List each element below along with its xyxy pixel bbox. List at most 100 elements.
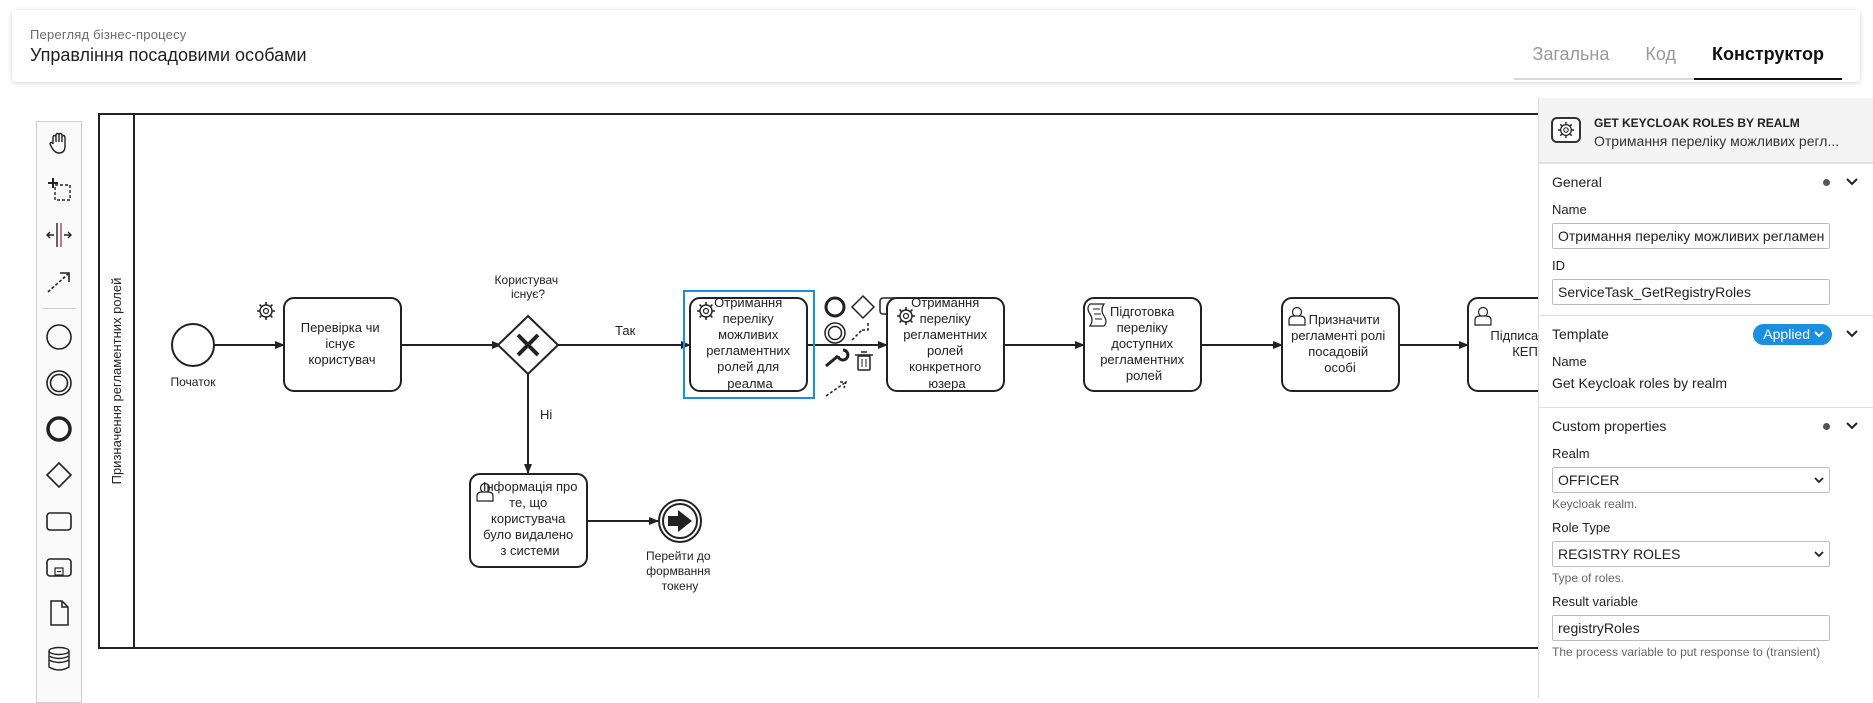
task-get-roles[interactable]: Отримання переліку можливих регламентних… xyxy=(683,290,815,399)
page-title: Управління посадовими особами xyxy=(30,45,307,65)
create-data-store[interactable] xyxy=(37,640,81,678)
page-subtitle: Перегляд бізнес-процесу xyxy=(30,27,187,42)
task-sign-label: Підписат КЕП xyxy=(1490,328,1538,359)
create-gateway[interactable] xyxy=(37,456,81,494)
tab-constructor[interactable]: Конструктор xyxy=(1693,32,1842,80)
task-assign-roles-label: Призначити регламенті ролі посадовій осо… xyxy=(1291,312,1389,375)
role-type-select[interactable]: REGISTRY ROLES xyxy=(1552,541,1830,567)
script-icon xyxy=(1087,303,1107,327)
result-variable-description: The process variable to put response to … xyxy=(1552,645,1821,659)
group-custom-header[interactable]: Custom properties xyxy=(1539,407,1873,444)
flow-label-yes: Так xyxy=(615,323,636,338)
end-event-label: Перейти до формвання токену xyxy=(646,549,714,593)
badge-label: Applied xyxy=(1763,326,1810,342)
realm-select[interactable]: OFFICER xyxy=(1552,467,1830,493)
page-header: Перегляд бізнес-процесу Управління посад… xyxy=(12,10,1860,82)
template-name-label: Name xyxy=(1552,354,1587,369)
task-get-user-roles-label: Отримання переліку регламентних ролей ко… xyxy=(903,295,991,391)
task-info-deleted-label: Інформація про те, що користувача було в… xyxy=(483,479,581,558)
task-assign-roles[interactable]: Призначити регламенті ролі посадовій осо… xyxy=(1281,297,1400,392)
gateway-label: Користувач існує? xyxy=(495,273,562,301)
group-general-header[interactable]: General xyxy=(1539,163,1873,200)
task-prepare-roles-label: Підготовка переліку доступних регламентн… xyxy=(1100,304,1188,383)
connect-icon[interactable] xyxy=(851,322,869,341)
properties-header: GET KEYCLOAK ROLES BY REALM Отримання пе… xyxy=(1539,98,1873,163)
result-variable-label: Result variable xyxy=(1552,594,1638,609)
create-intermediate-event[interactable] xyxy=(37,364,81,402)
end-event-icon xyxy=(46,416,72,442)
lasso-icon xyxy=(48,178,71,201)
properties-panel: GET KEYCLOAK ROLES BY REALM Отримання пе… xyxy=(1538,98,1873,698)
group-general-title: General xyxy=(1552,174,1602,190)
space-icon xyxy=(46,223,72,247)
create-subprocess[interactable] xyxy=(37,548,81,586)
start-event-label: Початок xyxy=(171,375,217,389)
trash-icon[interactable] xyxy=(855,351,873,371)
role-type-label: Role Type xyxy=(1552,520,1611,535)
tab-general[interactable]: Загальна xyxy=(1514,32,1628,80)
hand-tool[interactable] xyxy=(37,124,81,162)
name-field[interactable]: Отримання переліку можливих регламен xyxy=(1552,223,1830,249)
data-object-icon xyxy=(50,600,69,626)
chevron-down-icon[interactable] xyxy=(1844,417,1860,433)
gateway-user-exists[interactable] xyxy=(496,314,560,376)
task-check-user[interactable]: Перевірка чи існує користувач xyxy=(256,297,402,392)
create-task[interactable] xyxy=(37,502,81,540)
realm-description: Keycloak realm. xyxy=(1552,497,1638,511)
element-name: Отримання переліку можливих регл... xyxy=(1594,133,1840,149)
chevron-down-icon xyxy=(1814,331,1824,338)
group-template-header[interactable]: Template Applied xyxy=(1539,315,1873,352)
tab-code[interactable]: Код xyxy=(1627,32,1694,80)
wrench-icon[interactable] xyxy=(825,348,850,368)
gateway-icon xyxy=(45,461,73,489)
create-data-object[interactable] xyxy=(37,594,81,632)
chevron-down-icon[interactable] xyxy=(1844,325,1860,341)
name-label: Name xyxy=(1552,202,1587,217)
pool[interactable] xyxy=(98,113,1538,649)
lasso-tool[interactable] xyxy=(37,170,81,208)
id-label: ID xyxy=(1552,258,1565,273)
append-gateway-icon[interactable] xyxy=(850,294,876,320)
chevron-down-icon xyxy=(1814,477,1824,484)
task-info-deleted[interactable]: Інформація про те, що користувача було в… xyxy=(469,473,588,568)
connect-tool-icon xyxy=(47,272,70,293)
end-event-link[interactable] xyxy=(658,499,702,543)
tab-bar: Загальна Код Конструктор xyxy=(1514,32,1842,80)
template-applied-badge[interactable]: Applied xyxy=(1753,324,1832,345)
chevron-down-icon xyxy=(1814,551,1824,558)
flow-label-no: Ні xyxy=(540,407,552,422)
palette-separator xyxy=(42,308,76,309)
chevron-down-icon[interactable] xyxy=(1844,173,1860,189)
task-get-roles-label: Отримання переліку можливих регламентних… xyxy=(706,295,794,391)
task-sign[interactable]: Підписат КЕП xyxy=(1467,297,1538,392)
tool-palette xyxy=(36,121,82,703)
task-icon xyxy=(46,512,72,531)
id-field[interactable]: ServiceTask_GetRegistryRoles xyxy=(1552,279,1830,305)
arrow-right-icon xyxy=(668,510,692,532)
connect-tool[interactable] xyxy=(37,262,81,300)
task-get-user-roles[interactable]: Отримання переліку регламентних ролей ко… xyxy=(886,295,1005,392)
element-type: GET KEYCLOAK ROLES BY REALM xyxy=(1594,116,1800,130)
subprocess-icon xyxy=(46,558,72,577)
create-start-event[interactable] xyxy=(37,318,81,356)
result-variable-field[interactable]: registryRoles xyxy=(1552,615,1830,641)
append-end-event-icon[interactable] xyxy=(824,296,846,318)
role-type-description: Type of roles. xyxy=(1552,571,1625,585)
service-task-icon xyxy=(1551,117,1581,143)
intermediate-event-icon xyxy=(46,370,72,396)
connect-arrow-icon[interactable] xyxy=(825,381,848,397)
create-end-event[interactable] xyxy=(37,410,81,448)
bpmn-canvas[interactable]: Призначення регламентних ролей Так Ні По… xyxy=(0,0,1538,688)
realm-value: OFFICER xyxy=(1558,472,1620,488)
space-tool[interactable] xyxy=(37,216,81,254)
data-store-icon xyxy=(48,646,70,671)
hand-icon xyxy=(49,132,66,154)
lane-label: Призначення регламентних ролей xyxy=(109,278,124,485)
task-prepare-roles[interactable]: Підготовка переліку доступних регламентн… xyxy=(1083,297,1202,392)
start-event-icon xyxy=(46,324,72,350)
start-event[interactable] xyxy=(171,323,215,367)
template-name-value: Get Keycloak roles by realm xyxy=(1552,375,1728,391)
task-check-user-label: Перевірка чи існує користувач xyxy=(301,320,384,367)
group-custom-title: Custom properties xyxy=(1552,418,1667,434)
realm-label: Realm xyxy=(1552,446,1590,461)
